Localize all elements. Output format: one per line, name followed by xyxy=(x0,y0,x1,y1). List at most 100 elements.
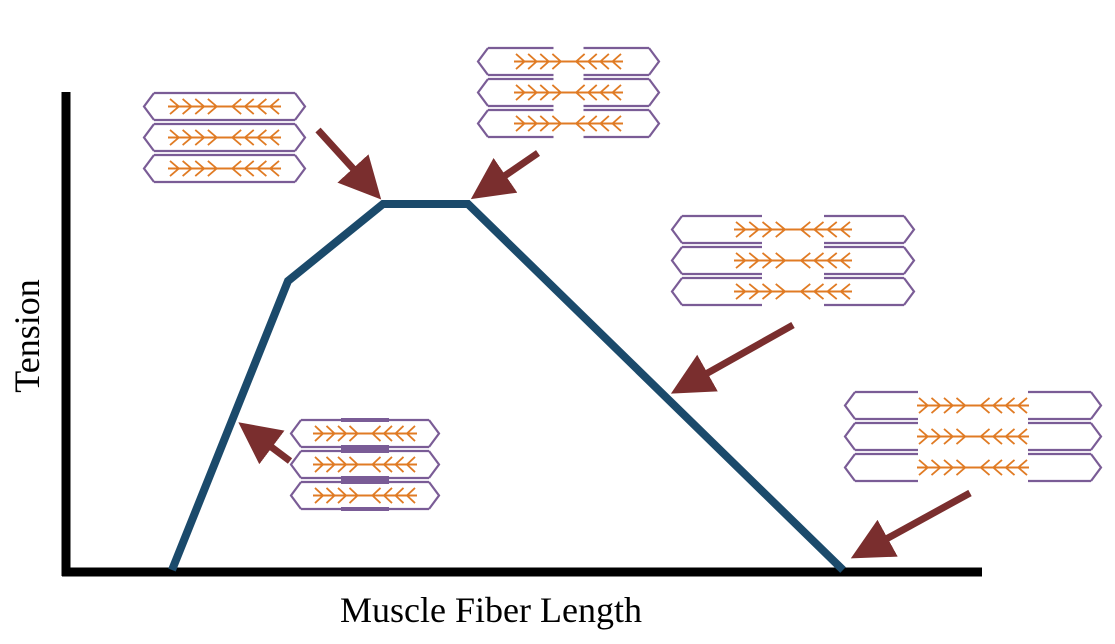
z-line-right xyxy=(903,277,916,306)
myosin-head xyxy=(611,84,622,101)
myosin-head xyxy=(826,283,838,300)
myosin-head xyxy=(1004,459,1016,476)
myosin-head xyxy=(194,129,206,146)
myosin-head xyxy=(405,456,416,473)
myosin-head xyxy=(382,487,393,504)
myosin-head xyxy=(826,221,838,238)
myosin-head xyxy=(551,84,563,101)
myosin-head xyxy=(382,425,393,442)
myosin-head xyxy=(799,221,811,238)
myosin-head xyxy=(230,160,242,177)
myosin-head xyxy=(586,115,598,132)
myosin-head xyxy=(812,221,825,238)
myosin-head xyxy=(1016,428,1028,445)
tension-curve xyxy=(168,200,846,573)
myosin-head xyxy=(918,428,930,445)
myosin-head xyxy=(314,487,325,504)
myosin-head xyxy=(748,221,760,238)
myosin-head xyxy=(775,252,787,269)
z-line-left xyxy=(142,154,155,183)
z-line-right xyxy=(648,109,661,138)
myosin-head xyxy=(611,115,622,132)
myosin-head xyxy=(527,53,538,70)
myosin-head xyxy=(243,98,255,115)
myosin-head xyxy=(394,487,405,504)
z-line-left xyxy=(289,450,302,479)
myosin-head xyxy=(991,428,1003,445)
myosin-head xyxy=(348,456,359,473)
myosin-head xyxy=(1016,459,1028,476)
arrow-stretched xyxy=(670,321,795,394)
myosin-head xyxy=(243,129,255,146)
myosin-head xyxy=(325,456,336,473)
myosin-head xyxy=(268,98,280,115)
myosin-head xyxy=(955,459,967,476)
z-line-left xyxy=(670,246,683,275)
myosin-head xyxy=(371,425,382,442)
z-line-left xyxy=(289,481,302,510)
z-line-left xyxy=(476,109,489,138)
myosin-head xyxy=(169,98,181,115)
arrow-plateau-start xyxy=(315,127,382,200)
myosin-head xyxy=(539,84,551,101)
myosin-head xyxy=(243,160,255,177)
myosin-head xyxy=(991,397,1003,414)
sarcomere-group-plateau-start xyxy=(142,91,307,184)
z-line-left xyxy=(142,92,155,121)
myosin-head xyxy=(207,129,219,146)
z-line-left xyxy=(843,391,856,420)
sarcomere-group-overstretched xyxy=(843,390,1103,483)
z-line-right xyxy=(428,481,441,510)
z-line-right xyxy=(648,78,661,107)
myosin-head xyxy=(515,115,526,132)
z-line-right xyxy=(294,92,307,121)
myosin-head xyxy=(230,129,242,146)
myosin-head xyxy=(194,98,206,115)
myosin-head xyxy=(194,160,206,177)
myosin-head xyxy=(839,283,851,300)
z-line-right xyxy=(1090,422,1103,451)
myosin-head xyxy=(207,160,219,177)
myosin-head xyxy=(515,84,526,101)
myosin-head xyxy=(256,129,267,146)
myosin-head xyxy=(348,425,359,442)
myosin-head xyxy=(182,160,193,177)
z-line-left xyxy=(670,277,683,306)
myosin-head xyxy=(268,129,280,146)
myosin-head xyxy=(812,283,825,300)
myosin-head xyxy=(611,53,622,70)
z-line-left xyxy=(476,47,489,76)
myosin-head xyxy=(169,160,181,177)
myosin-head xyxy=(527,115,538,132)
sarcomere-group-plateau-end xyxy=(476,46,661,139)
z-line-left xyxy=(843,453,856,482)
myosin-head xyxy=(761,221,774,238)
myosin-head xyxy=(394,456,405,473)
myosin-head xyxy=(586,53,598,70)
myosin-head xyxy=(979,397,991,414)
myosin-head xyxy=(918,397,930,414)
myosin-head xyxy=(405,425,416,442)
z-line-left xyxy=(476,78,489,107)
z-line-right xyxy=(1090,391,1103,420)
sarcomere-group-overlapped xyxy=(289,418,441,511)
z-line-right xyxy=(1090,453,1103,482)
arrow-plateau-end xyxy=(470,150,540,200)
myosin-head xyxy=(799,283,811,300)
myosin-head xyxy=(337,456,348,473)
myosin-head xyxy=(230,98,242,115)
myosin-head xyxy=(979,428,991,445)
myosin-head xyxy=(775,283,787,300)
myosin-head xyxy=(337,425,348,442)
myosin-head xyxy=(268,160,280,177)
z-line-left xyxy=(289,419,302,448)
myosin-head xyxy=(1004,428,1016,445)
myosin-head xyxy=(943,459,955,476)
myosin-head xyxy=(182,98,193,115)
myosin-head xyxy=(812,252,825,269)
myosin-head xyxy=(599,115,610,132)
myosin-head xyxy=(348,487,359,504)
myosin-head xyxy=(839,221,851,238)
myosin-head xyxy=(599,84,610,101)
